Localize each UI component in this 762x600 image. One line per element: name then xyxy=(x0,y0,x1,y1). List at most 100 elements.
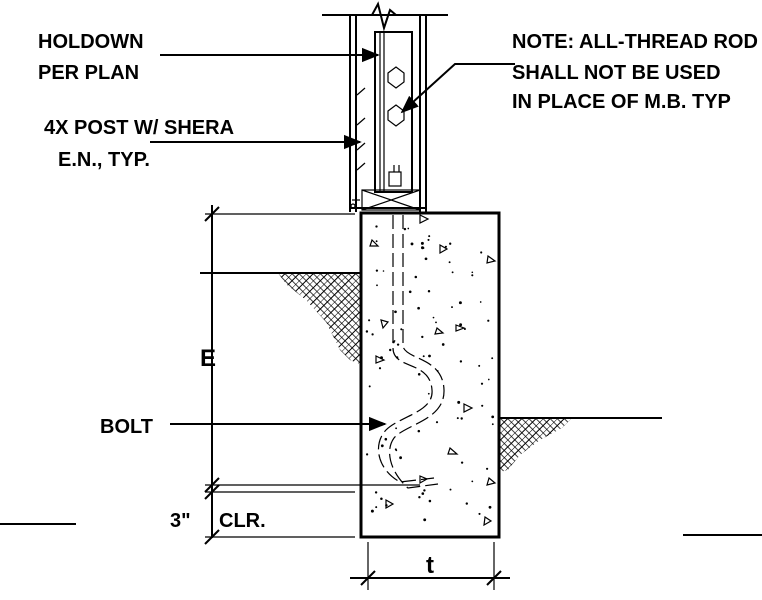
aggregate-speck xyxy=(479,301,482,303)
width-dimension xyxy=(350,542,510,590)
aggregate-speck xyxy=(480,251,483,254)
aggregate-speck xyxy=(459,323,463,327)
holdown-label-line2: PER PLAN xyxy=(38,62,139,84)
aggregate-speck xyxy=(449,488,452,491)
note-leader xyxy=(400,63,515,114)
aggregate-speck xyxy=(428,235,431,238)
width-label: t xyxy=(426,552,434,579)
nailing-marks xyxy=(356,87,366,171)
aggregate-speck xyxy=(478,512,481,515)
aggregate-speck xyxy=(465,502,468,505)
aggregate-speck xyxy=(427,238,430,241)
concrete-aggregate xyxy=(365,225,495,522)
aggregate-speck xyxy=(480,382,484,385)
aggregate-speck xyxy=(389,348,392,352)
aggregate-speck xyxy=(448,261,451,264)
aggregate-speck xyxy=(403,227,407,231)
aggregate-speck xyxy=(423,489,426,492)
aggregate-speck xyxy=(488,505,492,509)
aggregate-speck xyxy=(380,444,384,448)
aggregate-speck xyxy=(432,316,435,319)
aggregate-speck xyxy=(456,417,459,420)
aggregate-speck xyxy=(418,496,421,499)
concrete-footing xyxy=(359,211,501,539)
aggregate-triangles xyxy=(369,214,497,527)
earth-hatch-right xyxy=(500,418,572,472)
aggregate-speck xyxy=(449,242,452,245)
aggregate-speck xyxy=(491,415,495,419)
aggregate-speck xyxy=(460,417,463,420)
clearance-value-label: 3" xyxy=(170,510,191,532)
aggregate-speck xyxy=(491,423,494,426)
aggregate-speck xyxy=(460,461,464,464)
embedment-label: E xyxy=(200,345,216,372)
post-label-line1: 4X POST W/ SHERA xyxy=(44,117,234,139)
aggregate-speck xyxy=(417,306,420,310)
clearance-dimension xyxy=(204,483,355,545)
aggregate-speck xyxy=(370,509,374,513)
aggregate-speck xyxy=(375,240,378,243)
aggregate-speck xyxy=(471,274,474,277)
aggregate-speck xyxy=(491,357,494,360)
holdown-label-line1: HOLDOWN xyxy=(38,31,144,53)
aggregate-speck xyxy=(393,340,396,342)
aggregate-speck xyxy=(428,499,432,503)
aggregate-speck xyxy=(382,270,385,272)
aggregate-speck xyxy=(457,400,461,404)
aggregate-speck xyxy=(376,284,378,287)
aggregate-speck xyxy=(384,437,388,441)
aggregate-speck xyxy=(441,343,445,346)
aggregate-speck xyxy=(375,269,379,272)
aggregate-speck xyxy=(486,467,489,470)
aggregate-speck xyxy=(414,275,418,279)
note-line3: IN PLACE OF M.B. TYP xyxy=(512,91,731,113)
aggregate-speck xyxy=(417,373,421,376)
aggregate-speck xyxy=(435,421,439,424)
aggregate-speck xyxy=(421,246,424,250)
aggregate-speck xyxy=(395,427,398,430)
earth-hatch-left xyxy=(278,273,362,365)
aggregate-speck xyxy=(396,343,400,346)
aggregate-speck xyxy=(435,321,437,324)
aggregate-speck xyxy=(374,491,378,494)
aggregate-speck xyxy=(408,290,412,294)
aggregate-speck xyxy=(417,429,421,433)
aggregate-speck xyxy=(427,392,430,395)
aggregate-speck xyxy=(420,241,424,245)
aggregate-speck xyxy=(421,492,425,495)
aggregate-speck xyxy=(471,271,474,274)
aggregate-speck xyxy=(375,506,378,509)
aggregate-speck xyxy=(421,335,424,339)
wood-post xyxy=(322,1,448,212)
aggregate-speck xyxy=(487,378,490,381)
aggregate-speck xyxy=(394,448,397,451)
aggregate-speck xyxy=(368,385,371,388)
aggregate-speck xyxy=(400,328,403,331)
aggregate-speck xyxy=(478,364,481,367)
aggregate-speck xyxy=(422,355,425,358)
clearance-unit-label: CLR. xyxy=(219,510,266,532)
aggregate-speck xyxy=(423,518,427,522)
aggregate-speck xyxy=(424,257,428,261)
embedment-dimension xyxy=(204,205,420,493)
aggregate-speck xyxy=(481,404,484,407)
aggregate-speck xyxy=(410,242,414,246)
aggregate-speck xyxy=(380,497,383,500)
bearing-plate xyxy=(361,189,421,211)
aggregate-speck xyxy=(451,271,454,274)
aggregate-speck xyxy=(375,225,378,228)
aggregate-speck xyxy=(444,245,447,248)
aggregate-speck xyxy=(451,306,453,309)
aggregate-speck xyxy=(407,227,410,230)
aggregate-speck xyxy=(458,301,462,305)
aggregate-speck xyxy=(428,354,431,358)
aggregate-speck xyxy=(471,480,474,483)
aggregate-speck xyxy=(371,333,374,336)
holdown-bracket xyxy=(374,31,413,193)
aggregate-speck xyxy=(378,367,382,370)
anchor-bolt xyxy=(377,215,445,489)
aggregate-speck xyxy=(427,290,431,293)
aggregate-speck xyxy=(459,360,463,363)
aggregate-speck xyxy=(368,319,371,322)
